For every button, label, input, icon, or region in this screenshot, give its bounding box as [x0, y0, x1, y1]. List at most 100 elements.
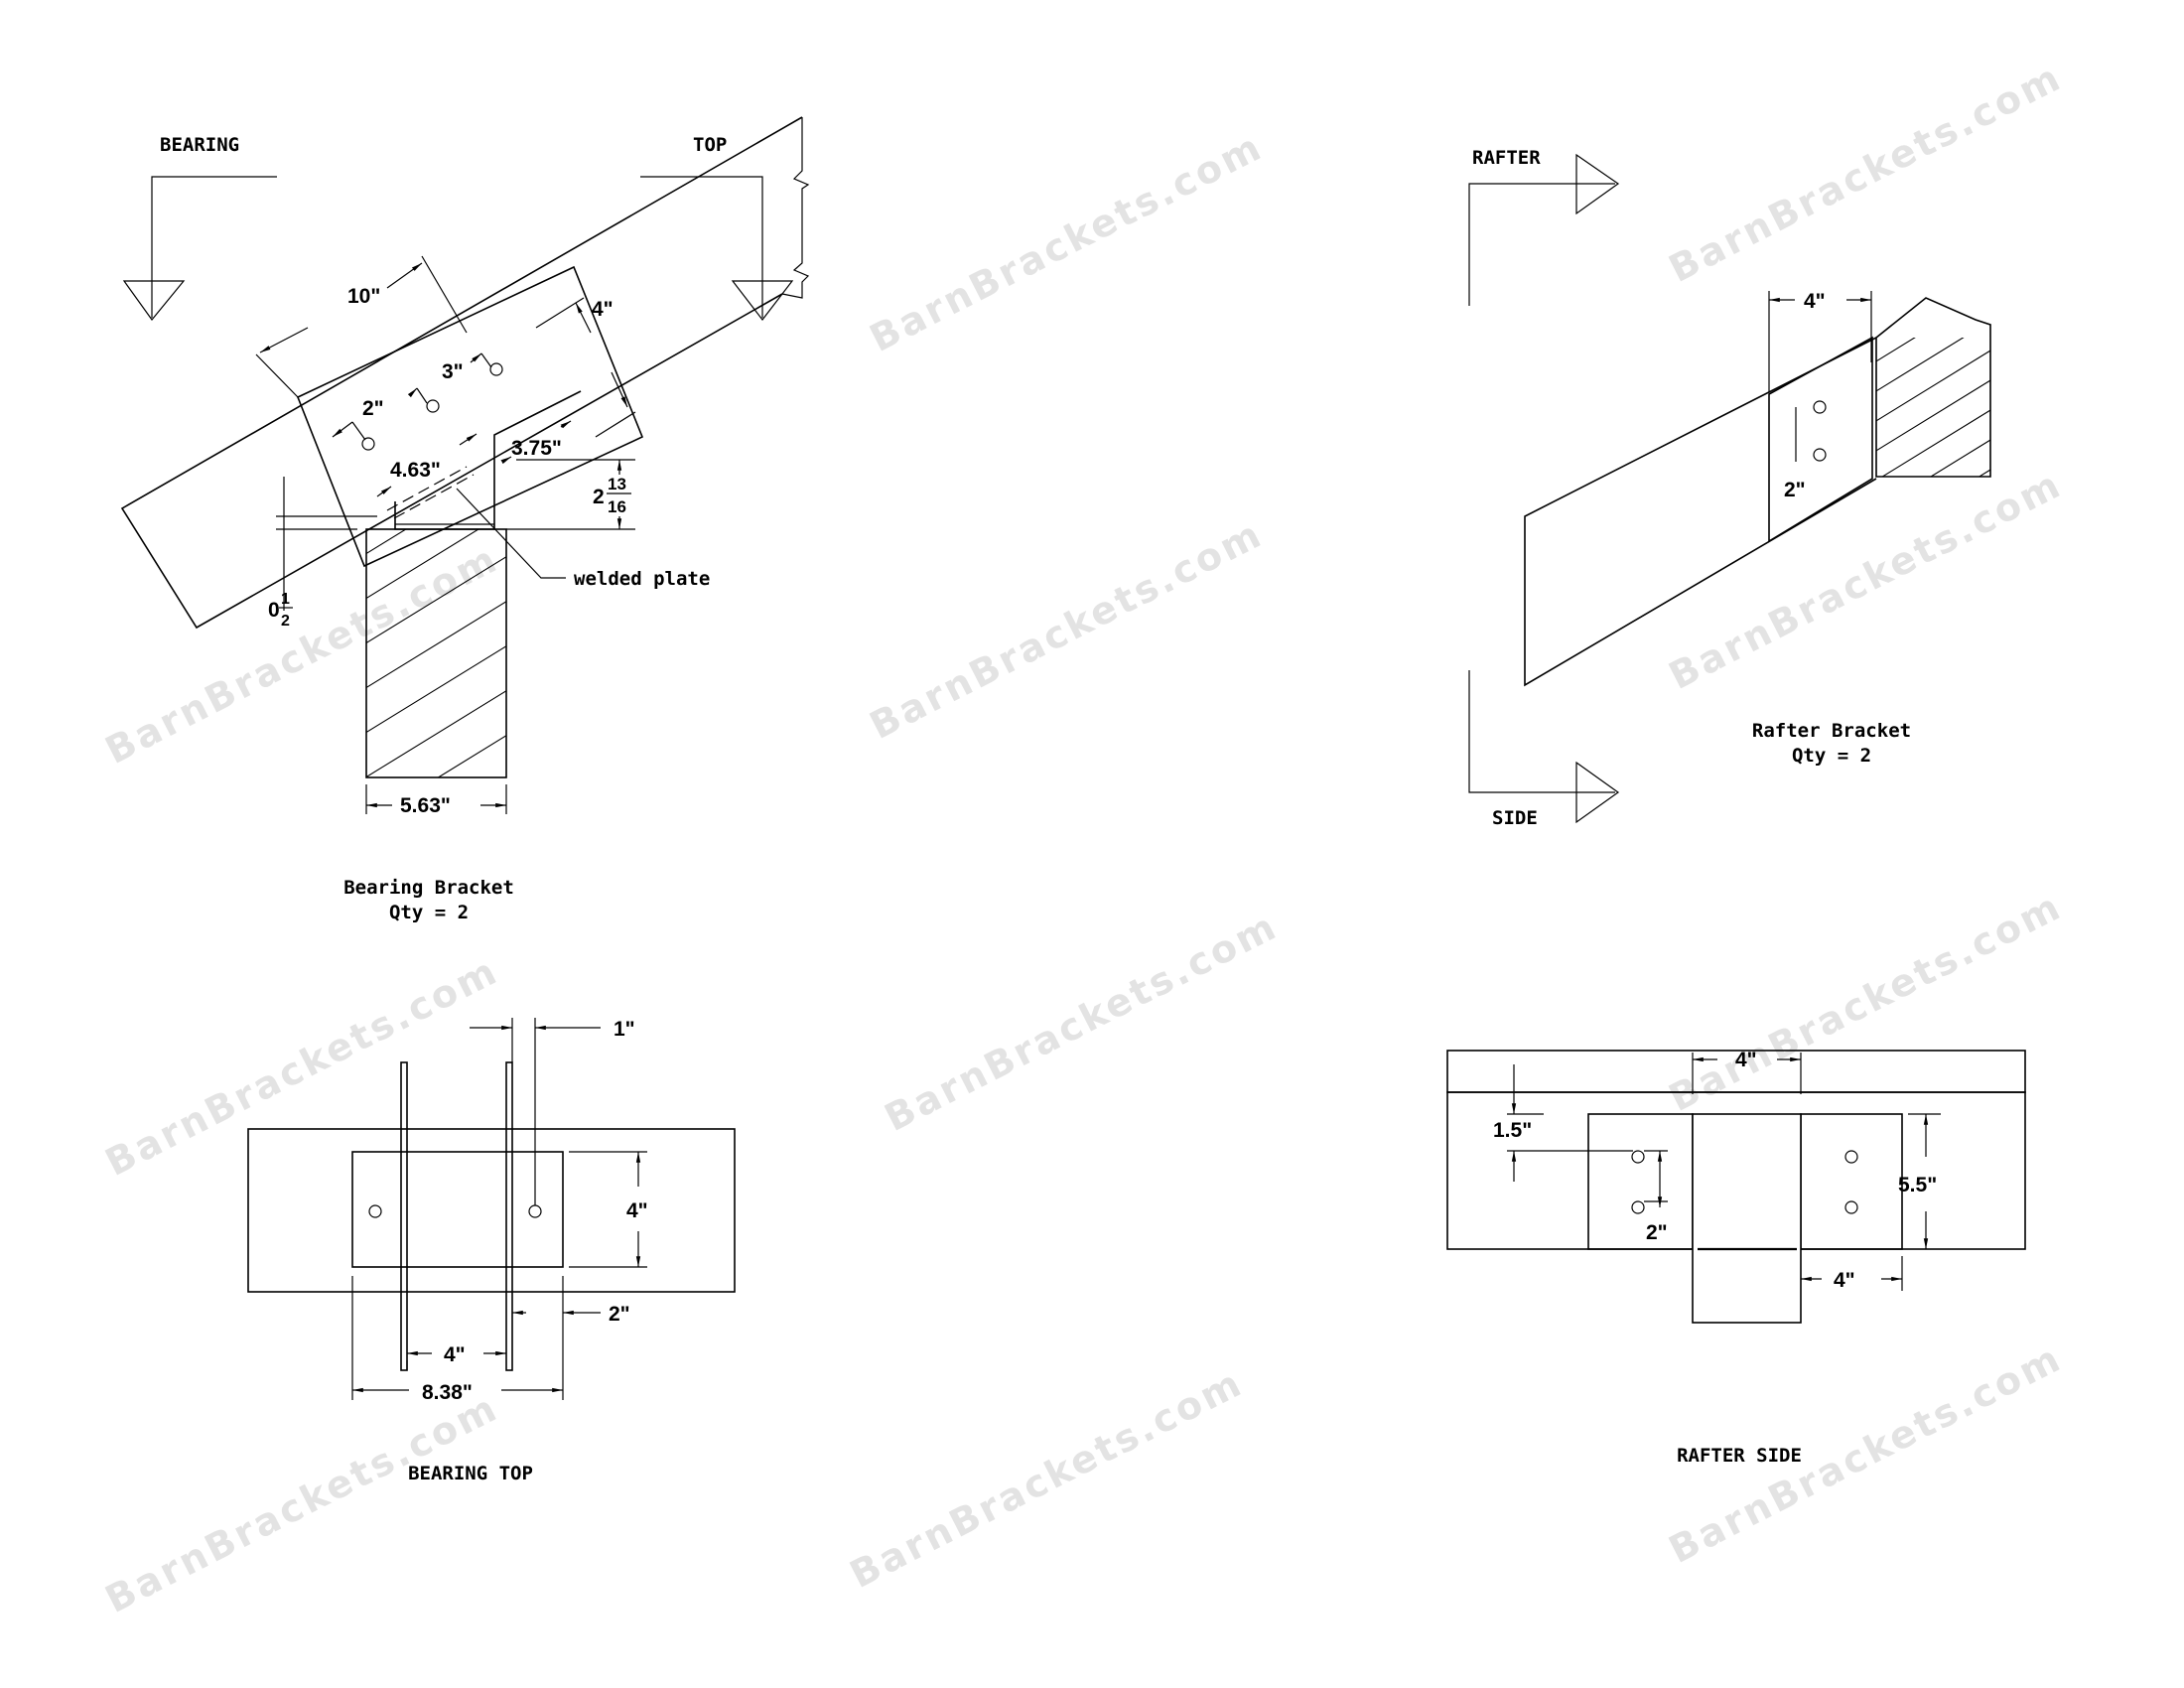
- dim-overall: 8.38": [422, 1381, 473, 1404]
- rafter-beam: [1524, 337, 1877, 687]
- dim-hole-spacing-a: 3": [442, 360, 464, 383]
- section-line-bottom: [1468, 670, 1615, 793]
- bolt-hole: [361, 437, 375, 451]
- bolt-hole: [1631, 1200, 1645, 1214]
- dim-edge: 2": [609, 1303, 630, 1326]
- dim-height-whole: 2: [593, 486, 605, 508]
- watermark: BarnBrackets.com: [863, 511, 1270, 748]
- dim-length: 10": [347, 285, 380, 308]
- ext-line: [255, 353, 299, 398]
- caption-title: Bearing Bracket: [343, 877, 514, 899]
- dim-offset-numerator: 1: [281, 591, 290, 608]
- dim-side-width: 4": [1834, 1269, 1855, 1292]
- watermarks: BarnBrackets.com BarnBrackets.com BarnBr…: [98, 55, 2069, 1621]
- dim-plate-height: 4": [626, 1199, 648, 1222]
- dim-line: [459, 433, 478, 446]
- ext-line: [595, 411, 636, 438]
- bracket-plate: [1768, 336, 1873, 543]
- dim-plate-gap: 1": [614, 1018, 635, 1041]
- dim-offset-denominator: 2: [281, 613, 290, 630]
- watermark: BarnBrackets.com: [1662, 884, 2069, 1120]
- rafter-bracket-view: RAFTER SIDE 2" 4" Rafter Bracket Qty = 2: [1468, 147, 1991, 829]
- dim-post-width: 5.63": [400, 794, 451, 817]
- callout-welded-plate: welded plate: [574, 568, 710, 590]
- section-arrow-right-icon: [731, 280, 794, 321]
- break-line-icon: [781, 117, 810, 299]
- bolt-hole: [489, 362, 503, 376]
- dim-line: [560, 420, 572, 429]
- dim-line: [470, 352, 482, 363]
- watermark: BarnBrackets.com: [98, 536, 505, 773]
- dim-line: [259, 327, 309, 353]
- section-label-side: SIDE: [1492, 807, 1538, 829]
- bolt-hole: [1844, 1200, 1858, 1214]
- bracket-plate: [296, 265, 644, 568]
- section-label-rafter: RAFTER: [1472, 147, 1541, 169]
- ext-line: [535, 297, 585, 329]
- watermark: BarnBrackets.com: [1662, 55, 2069, 291]
- side-plate-right: [1800, 1113, 1903, 1250]
- bolt-hole: [1813, 400, 1827, 414]
- dim-width: 4": [1804, 290, 1826, 313]
- section-line-top: [1468, 183, 1615, 306]
- dim-width: 4": [592, 298, 614, 321]
- bolt-hole: [1844, 1150, 1858, 1164]
- dim-lower-leg: 4.63": [390, 459, 441, 482]
- dim-hole-spacing: 2": [1646, 1221, 1668, 1244]
- bolt-hole: [528, 1204, 542, 1218]
- dim-hole-spacing: 2": [1784, 479, 1806, 501]
- post-section: [365, 528, 507, 778]
- header-section: [1875, 297, 1991, 478]
- dim-offset-whole: 0: [268, 599, 280, 622]
- leader: [351, 421, 366, 441]
- watermark: BarnBrackets.com: [1662, 462, 2069, 698]
- watermark: BarnBrackets.com: [863, 124, 1270, 360]
- dim-hole-spacing-b: 2": [362, 397, 384, 420]
- beam-plan: [247, 1128, 736, 1293]
- section-line-left: [151, 176, 277, 318]
- post-hatching: [366, 529, 506, 777]
- bolt-hole: [368, 1204, 382, 1218]
- dim-depth: 5.5": [1898, 1174, 1937, 1196]
- dim-line: [376, 486, 392, 497]
- caption-title: BEARING TOP: [408, 1463, 533, 1484]
- side-plate-left: [1587, 1113, 1694, 1250]
- bolt-hole: [1813, 448, 1827, 462]
- bearing-top-view: 1" 4" 2" 4" 8.38" BEARING TOP: [247, 1018, 736, 1484]
- bolt-hole: [1631, 1150, 1645, 1164]
- caption-title: Rafter Bracket: [1752, 720, 1911, 742]
- section-label-top: TOP: [693, 134, 727, 156]
- dim-line: [386, 262, 423, 289]
- side-plate: [505, 1061, 513, 1371]
- dim-line: [332, 421, 353, 438]
- section-label-bearing: BEARING: [160, 134, 239, 156]
- section-arrow-left-icon: [122, 280, 186, 321]
- watermark: BarnBrackets.com: [878, 904, 1285, 1140]
- dim-line: [611, 371, 628, 408]
- saddle: [1692, 1113, 1802, 1324]
- dim-height-denominator: 16: [608, 497, 626, 516]
- ext-line: [421, 255, 468, 334]
- leader: [416, 387, 428, 404]
- section-arrow-bottom-icon: [1575, 761, 1620, 824]
- dim-top-width: 4": [1735, 1049, 1757, 1071]
- rafter-side-view: 4" 1.5" 2" 5.5" 4" RAFTER SIDE: [1446, 1049, 2026, 1467]
- leader: [480, 352, 492, 368]
- hidden-line: [386, 466, 468, 511]
- watermark: BarnBrackets.com: [98, 948, 505, 1185]
- base-plate: [351, 1151, 564, 1268]
- caption-qty: Qty = 2: [389, 902, 469, 923]
- caption-qty: Qty = 2: [1792, 745, 1871, 767]
- hidden-line: [393, 474, 475, 519]
- callout-leader: [456, 488, 566, 579]
- dim-line: [407, 387, 418, 398]
- rafter-beam: [120, 116, 803, 630]
- section-line-right: [640, 176, 763, 318]
- bearing-bracket-view: BEARING TOP 10" 4" 3" 2": [120, 116, 810, 923]
- watermark: BarnBrackets.com: [843, 1360, 1250, 1597]
- bolt-hole: [426, 399, 440, 413]
- dim-offset-fraction: 0 1 2: [268, 591, 293, 630]
- dim-upper-leg: 3.75": [511, 437, 562, 460]
- watermark: BarnBrackets.com: [98, 1385, 505, 1621]
